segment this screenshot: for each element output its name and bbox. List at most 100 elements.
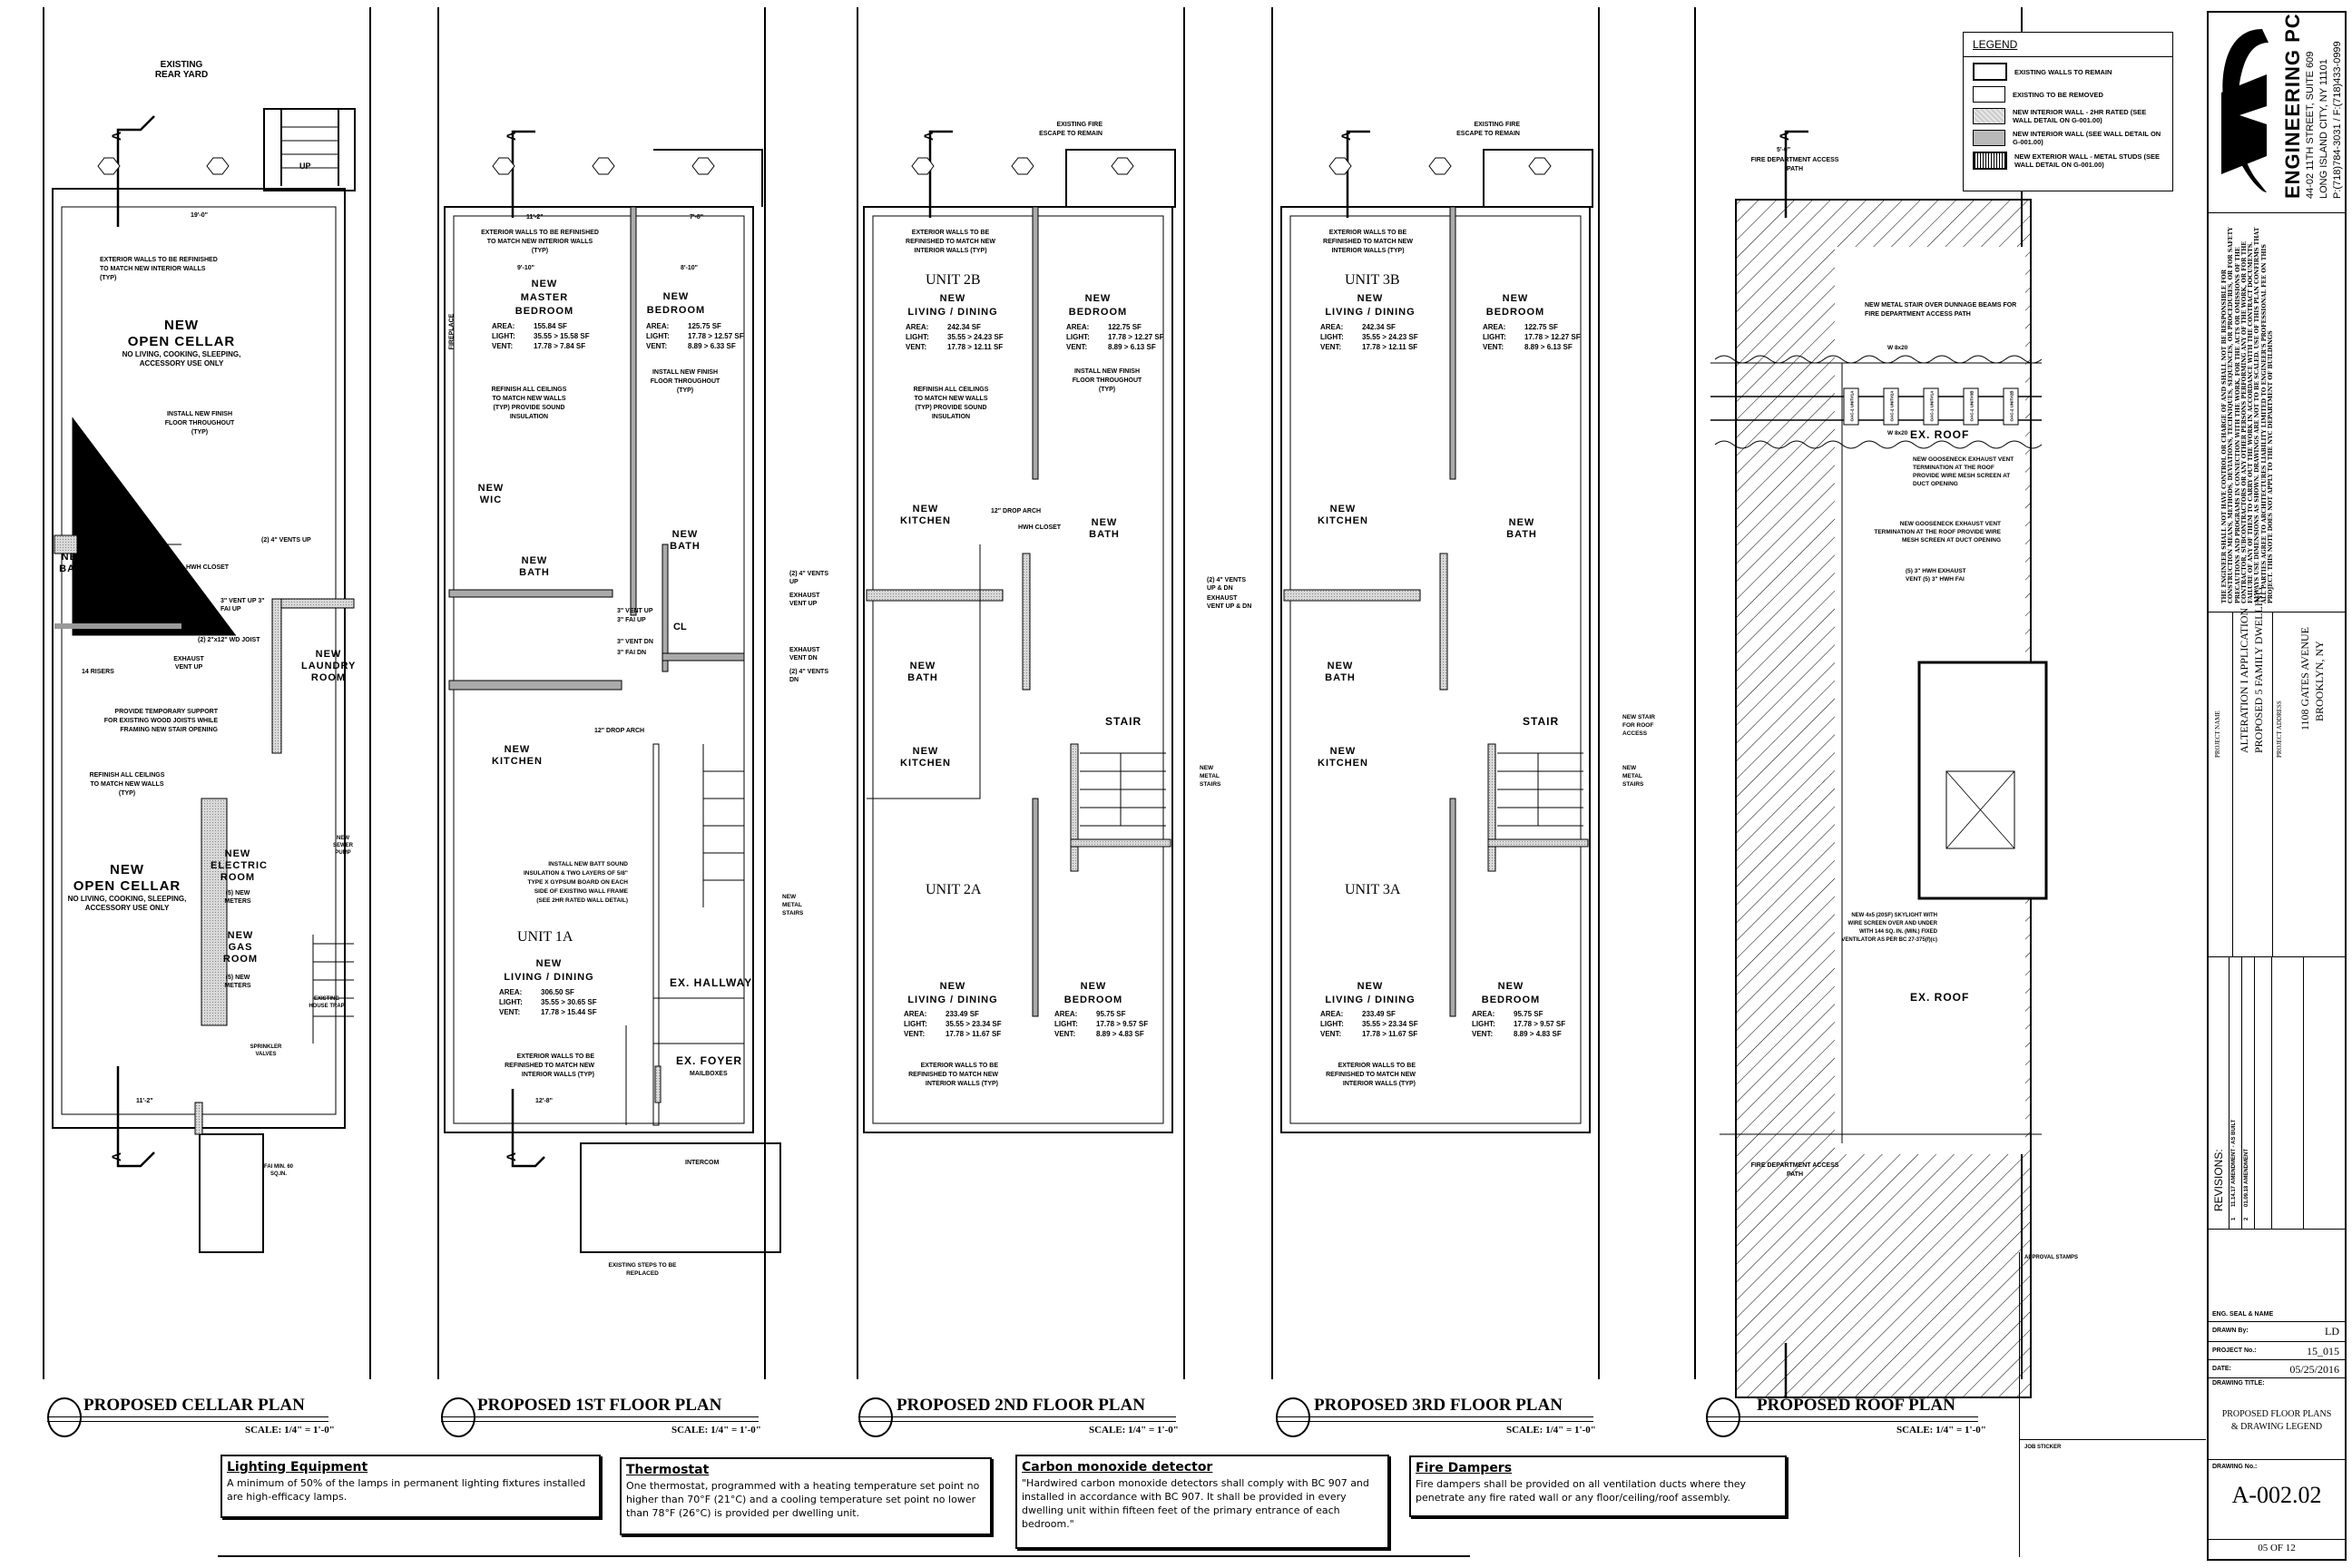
existing-wall-swatch-icon bbox=[1973, 63, 2007, 81]
revision-row-empty bbox=[2287, 957, 2304, 1230]
vent-key: VENT: bbox=[1483, 343, 1504, 351]
legend-title: LEGEND bbox=[1964, 33, 2172, 57]
first-foyer: EX. FOYER bbox=[676, 1054, 743, 1067]
cellar-refinish-note: REFINISH ALL CEILINGS TO MATCH NEW WALLS… bbox=[89, 772, 165, 797]
first-bedroom: NEW BEDROOM bbox=[635, 290, 717, 318]
floor-plans-linework: A A A A A A A bbox=[43, 7, 2048, 1398]
approval-stamps-area: APPROVAL STAMPS JOB STICKER bbox=[2019, 1252, 2206, 1557]
cellar-ext-note: EXTERIOR WALLS TO BE REFINISHED TO MATCH… bbox=[100, 257, 218, 281]
second-drop-arch: 12" DROP ARCH bbox=[991, 508, 1042, 514]
area-key: AREA: bbox=[1066, 323, 1090, 331]
vent-key: VENT: bbox=[492, 342, 514, 350]
light-key: LIGHT: bbox=[904, 1020, 927, 1028]
note-lighting-equipment: Lighting Equipment A minimum of 50% of t… bbox=[220, 1455, 601, 1518]
room-name: LIVING / DINING bbox=[504, 972, 594, 983]
light-key: LIGHT: bbox=[1483, 333, 1506, 341]
vent-key: VENT: bbox=[499, 1008, 521, 1016]
room-name: NEW bbox=[535, 958, 563, 969]
project-no-value: 15_015 bbox=[2307, 1345, 2339, 1357]
light-value: 35.55 > 24.23 SF bbox=[1362, 333, 1418, 341]
third-bedroom-a-stats: AREA:95.75 SF LIGHT:17.78 > 9.57 SF VENT… bbox=[1472, 1009, 1565, 1039]
area-value: 233.49 SF bbox=[1362, 1010, 1396, 1018]
date-label: DATE: bbox=[2212, 1366, 2231, 1372]
first-existing-steps: EXISTING STEPS TO BE REPLACED bbox=[608, 1262, 677, 1277]
first-right-note-4: (2) 4" VENTS DN bbox=[789, 669, 828, 683]
first-closet: CL bbox=[673, 622, 687, 632]
vent-value: 8.89 > 4.83 SF bbox=[1096, 1030, 1144, 1038]
legend-label: NEW INTERIOR WALL (SEE WALL DETAIL ON G-… bbox=[2013, 130, 2161, 146]
project-name-line-1: ALTERATION I APPLICATION bbox=[2238, 607, 2250, 753]
area-value: 233.49 SF bbox=[946, 1010, 979, 1018]
title-underline bbox=[858, 1416, 1176, 1422]
company-address-1: 44-02 11TH STREET, SUITE 609 bbox=[2305, 51, 2316, 199]
plan-title-text: PROPOSED 3RD FLOOR PLAN bbox=[1314, 1396, 1563, 1415]
first-wic: NEW WIC bbox=[477, 483, 505, 505]
vent-value: 8.89 > 4.83 SF bbox=[1514, 1030, 1562, 1038]
second-kitchen-1: NEW KITCHEN bbox=[900, 504, 951, 526]
revisions-label: REVISIONS: bbox=[2212, 1149, 2225, 1211]
note-title: Fire Dampers bbox=[1416, 1461, 1513, 1475]
title-bubble-icon bbox=[858, 1397, 893, 1437]
plan-scale-text: SCALE: 1/4" = 1'-0" bbox=[1506, 1425, 1596, 1436]
vent-value: 8.89 > 6.33 SF bbox=[688, 342, 736, 350]
room-name: NEW bbox=[939, 981, 966, 992]
svg-text:A: A bbox=[109, 132, 123, 141]
legend-label: NEW EXTERIOR WALL - METAL STUDS (SEE WAL… bbox=[2014, 152, 2161, 169]
company-phone: P:(718)784-3031 / F:(718)433-0999 bbox=[2332, 41, 2343, 199]
rated-wall-swatch-icon bbox=[1973, 108, 2005, 124]
cellar-dim-bottom: 11'-2" bbox=[136, 1098, 153, 1104]
vent-key: VENT: bbox=[1320, 1030, 1342, 1038]
cellar-sprinkler-valves: SPRINKLER VALVES bbox=[250, 1044, 282, 1057]
second-ext-note-bottom: EXTERIOR WALLS TO BE REFINISHED TO MATCH… bbox=[908, 1063, 998, 1087]
first-mailboxes: MAILBOXES bbox=[690, 1071, 728, 1077]
company-address-2: LONG ISLAND CITY, NY 11101 bbox=[2318, 59, 2329, 199]
second-bath-2: NEW BATH bbox=[1089, 517, 1120, 540]
cellar-dim-top: 19'-0" bbox=[191, 212, 208, 219]
revision-row-empty bbox=[2254, 957, 2272, 1230]
light-key: LIGHT: bbox=[1320, 333, 1344, 341]
cellar-joist-note: (2) 2"x12" WD JOIST bbox=[198, 637, 260, 643]
second-bedroom-b-stats: AREA:122.75 SF LIGHT:17.78 > 12.27 SF VE… bbox=[1066, 322, 1164, 352]
project-no-row: PROJECT No.: 15_015 bbox=[2209, 1341, 2345, 1360]
first-metal-stairs: NEW METAL STAIRS bbox=[782, 894, 804, 916]
light-value: 35.55 > 15.58 SF bbox=[534, 332, 590, 340]
first-ext-note: EXTERIOR WALLS TO BE REFINISHED TO MATCH… bbox=[481, 230, 599, 254]
light-value: 35.55 > 23.34 SF bbox=[1362, 1020, 1418, 1028]
drawing-no-label: DRAWING No.: bbox=[2212, 1464, 2258, 1470]
company-name: ENGINEERING PC bbox=[2281, 13, 2304, 199]
project-name-column: PROJECT NAME bbox=[2209, 612, 2233, 957]
second-bath-1: NEW BATH bbox=[907, 661, 938, 683]
first-master-stats: AREA:155.84 SF LIGHT:35.55 > 15.58 SF VE… bbox=[492, 321, 590, 351]
room-name: BEDROOM bbox=[1481, 995, 1541, 1005]
cellar-risers: 14 RISERS bbox=[82, 669, 114, 675]
second-right-note-1: (2) 4" VENTS UP & DN bbox=[1207, 577, 1246, 592]
revision-description: AMENDMENT - AS BUILT bbox=[2231, 1119, 2237, 1184]
roof-beam-bottom: W 8x20 bbox=[1887, 430, 1908, 436]
second-right-note-2: EXHAUST VENT UP & DN bbox=[1207, 595, 1252, 610]
light-value: 35.55 > 23.34 SF bbox=[946, 1020, 1002, 1028]
area-value: 242.34 SF bbox=[947, 323, 981, 331]
note-carbon-monoxide: Carbon monoxide detector "Hardwired carb… bbox=[1015, 1455, 1389, 1549]
third-living-a: NEW LIVING / DINING bbox=[1316, 980, 1425, 1007]
first-dim-3: 9'-10" bbox=[517, 265, 534, 271]
drawn-by-label: DRAWN By: bbox=[2212, 1328, 2249, 1334]
date-row: DATE: 05/25/2016 bbox=[2209, 1359, 2345, 1378]
first-vent-note-1: 3" VENT UP bbox=[617, 608, 653, 614]
vent-value: 17.78 > 15.44 SF bbox=[541, 1008, 597, 1016]
legend-item: EXISTING TO BE REMOVED bbox=[1973, 86, 2163, 103]
first-fireplace: FIREPLACE bbox=[448, 313, 456, 350]
second-unit-b: UNIT 2B bbox=[926, 272, 981, 288]
revision-number: 2 bbox=[2244, 1217, 2249, 1220]
revisions-section: REVISIONS: 1 11.14.17 AMENDMENT - AS BUI… bbox=[2209, 956, 2345, 1230]
drawing-title-line-1: PROPOSED FLOOR PLANS bbox=[2221, 1409, 2332, 1419]
light-key: LIGHT: bbox=[492, 332, 515, 340]
third-kitchen-1: NEW KITCHEN bbox=[1318, 504, 1368, 526]
first-dim-bottom: 12'-8" bbox=[535, 1098, 553, 1104]
first-vent-note-2: 3" FAI UP bbox=[617, 617, 646, 623]
project-name-label: PROJECT NAME bbox=[2214, 710, 2221, 758]
third-unit-b: UNIT 3B bbox=[1345, 272, 1400, 288]
light-value: 17.78 > 12.57 SF bbox=[688, 332, 744, 340]
second-fire-escape: EXISTING FIRE ESCAPE TO REMAIN bbox=[1039, 122, 1102, 137]
area-value: 122.75 SF bbox=[1108, 323, 1142, 331]
area-key: AREA: bbox=[1483, 323, 1506, 331]
